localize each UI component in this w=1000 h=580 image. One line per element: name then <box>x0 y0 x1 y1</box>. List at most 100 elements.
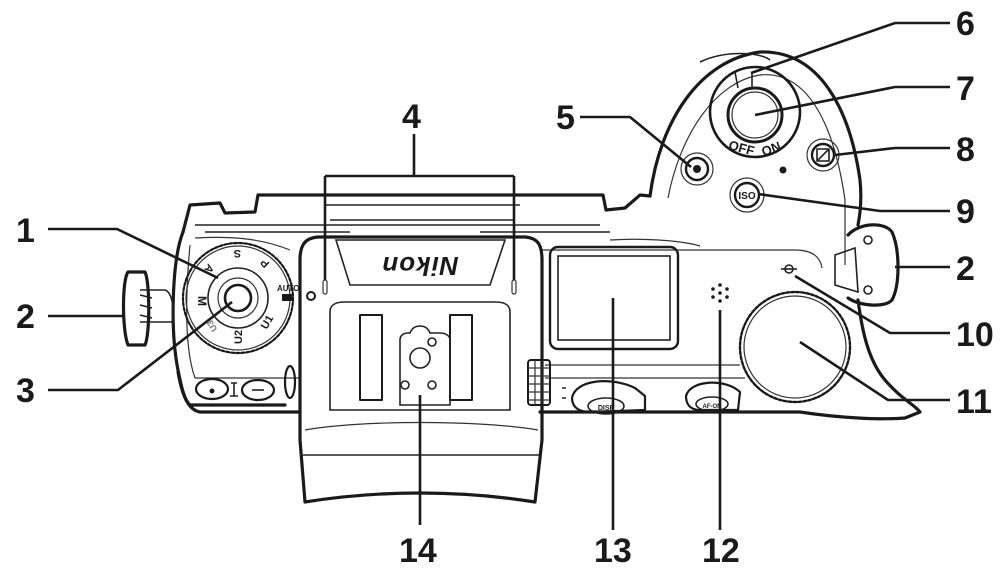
logo-plate <box>334 239 507 286</box>
speaker <box>711 283 729 303</box>
mode-dial-knurl <box>181 241 295 355</box>
shoe-rail-left <box>359 314 383 401</box>
callout-2-right: 2 <box>956 250 975 288</box>
speaker-hole <box>711 295 715 299</box>
brand-logo: Nikon <box>381 251 458 281</box>
callout-1: 1 <box>16 212 35 250</box>
shoe-rail-right <box>449 314 473 401</box>
speaker-hole <box>718 299 722 303</box>
bottom-edge-left <box>176 370 302 414</box>
disp-button-cap <box>587 397 625 415</box>
shoe-center-contact <box>409 347 431 369</box>
diopter-knob <box>283 364 297 400</box>
shoe-contact-3 <box>427 380 437 390</box>
eyepiece-contour <box>304 421 539 431</box>
eyelet-left-body <box>121 270 151 347</box>
left-panel-contour <box>186 244 300 379</box>
shoe-contact-1 <box>427 337 437 347</box>
af-on-cap <box>695 396 729 412</box>
top-plate-line <box>195 224 610 233</box>
movie-record-outer <box>680 152 714 186</box>
grip-inner-contour <box>667 74 846 265</box>
leader-8 <box>834 146 950 157</box>
callout-3: 3 <box>16 372 35 410</box>
callout-12: 12 <box>702 532 740 570</box>
callout-4: 4 <box>402 98 421 136</box>
disp-button: DISP <box>562 380 647 415</box>
callout-9: 9 <box>956 193 975 231</box>
power-switch-lever <box>699 52 771 63</box>
button-divider <box>230 382 238 397</box>
power-off-label: OFF <box>727 137 756 158</box>
eyelet-right-screw-bottom <box>863 285 873 295</box>
callout-2-left: 2 <box>16 298 35 336</box>
disp-button-housing <box>570 380 647 414</box>
leader-7 <box>754 85 950 117</box>
af-on-housing <box>684 381 742 412</box>
mode-dial-lock-ring <box>217 277 259 319</box>
grip-top-outline <box>648 50 863 227</box>
main-command-dial <box>738 290 852 404</box>
mode-dial: M A S P AUTO U1 U2 U3 <box>181 241 316 355</box>
power-on-label: ON <box>759 138 782 159</box>
shoe-contact-plate <box>399 325 451 406</box>
mode-dial-label-s: S <box>234 247 241 259</box>
callout-7: 7 <box>956 70 975 108</box>
speaker-hole <box>725 295 729 299</box>
leader-5 <box>580 115 692 169</box>
right-panel-top <box>540 249 823 269</box>
mode-dial-inner-ring <box>207 267 269 329</box>
mode-dial-label-u2: U2 <box>233 330 245 344</box>
af-on-label: AF-ON <box>703 404 722 410</box>
prism-outline <box>298 235 544 414</box>
leader-lines <box>48 21 950 530</box>
leader-1 <box>48 227 219 280</box>
microphone-right <box>511 279 517 295</box>
callout-13: 13 <box>594 532 632 570</box>
eyelet-left-thread <box>139 294 153 319</box>
status-led <box>779 166 787 174</box>
command-dial-ring <box>743 295 847 399</box>
iso-label: ISO <box>738 191 755 202</box>
disp-side-marks <box>562 387 566 399</box>
command-dial-knurl <box>738 290 852 404</box>
callout-8: 8 <box>956 131 975 169</box>
mode-dial-lock-button <box>223 283 253 313</box>
disp-label: DISP <box>598 405 615 412</box>
strap-eyelet-left <box>121 270 174 347</box>
leader-6 <box>750 21 950 75</box>
mode-dial-label-m: M <box>195 296 209 306</box>
eyelet-left-lug <box>140 289 174 323</box>
exposure-comp-button <box>806 138 840 172</box>
power-switch-ring <box>708 65 802 159</box>
leader-3 <box>48 300 233 392</box>
callout-11: 11 <box>956 383 992 421</box>
mode-dial-index-dot <box>306 291 316 301</box>
mode-dial-label-u3: U3 <box>205 318 219 333</box>
sub-command-dial <box>527 359 551 406</box>
leader-9 <box>757 192 950 213</box>
leader-11 <box>799 340 950 402</box>
playback-button <box>194 377 230 401</box>
af-on-button: AF-ON <box>684 381 742 412</box>
leader-10 <box>794 274 950 335</box>
speaker-hole <box>711 287 715 291</box>
callout-14: 14 <box>399 532 437 570</box>
shutter-release-button-shape <box>726 86 784 144</box>
left-bottom-buttons <box>194 377 276 402</box>
exp-comp-ring <box>810 142 836 168</box>
microphone-left <box>322 279 328 295</box>
movie-record-button <box>680 152 714 186</box>
shutter-release-inner <box>731 91 779 139</box>
grip-right-outline <box>750 298 922 421</box>
shoe-contact-2 <box>400 380 410 390</box>
delete-button <box>240 378 276 402</box>
speaker-hole <box>718 283 722 287</box>
camera-auto-icon <box>282 294 292 301</box>
camera-body <box>171 50 922 421</box>
exposure-compensation-icon <box>816 148 830 162</box>
focal-plane-mark <box>781 264 797 274</box>
callout-6: 6 <box>956 5 975 43</box>
